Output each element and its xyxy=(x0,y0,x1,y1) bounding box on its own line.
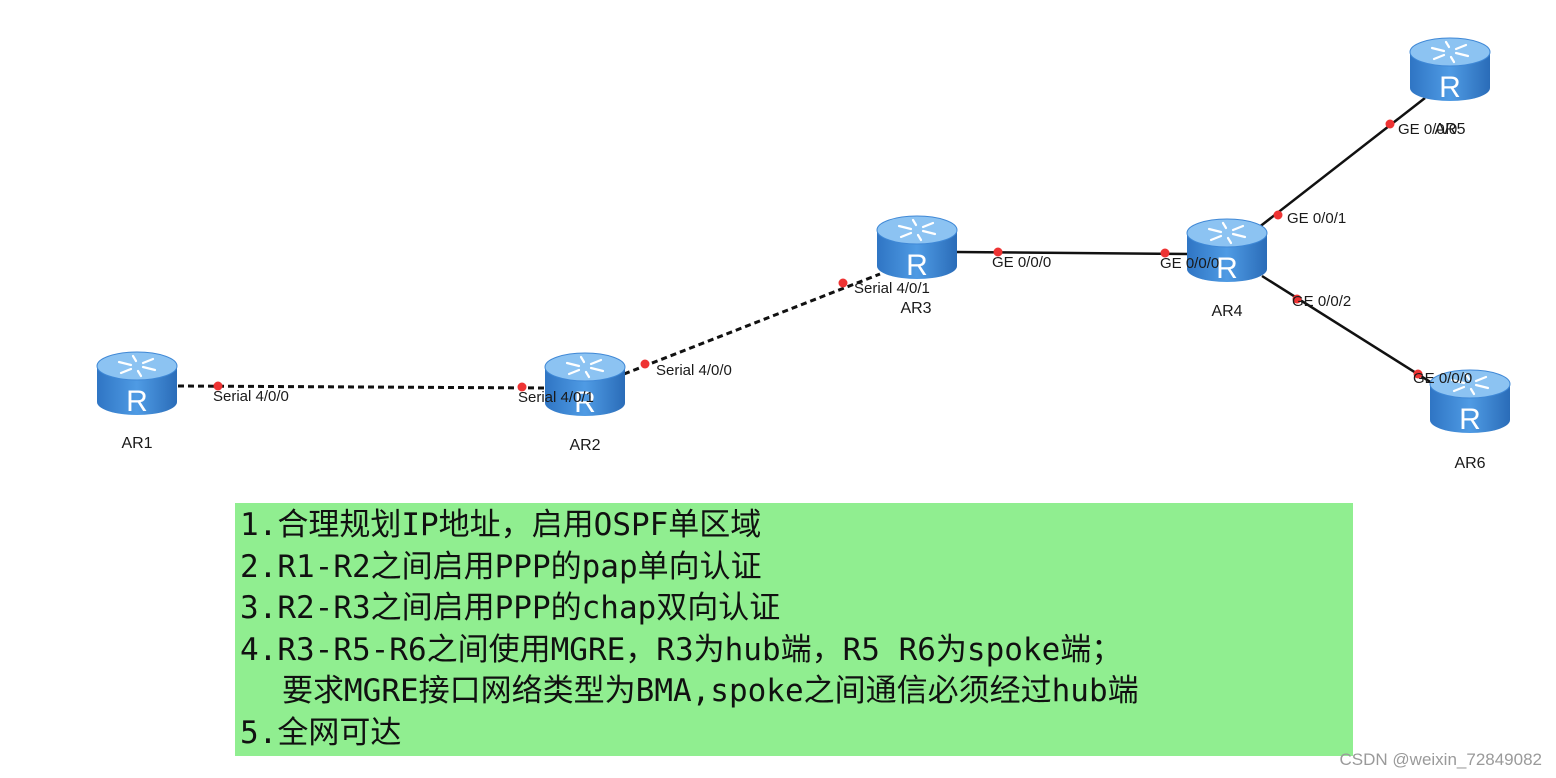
device-label-ar3: AR3 xyxy=(900,300,931,317)
link-ar4-ar5[interactable] xyxy=(1257,97,1426,229)
requirement-item: 4.R3-R5-R6之间使用MGRE，R3为hub端，R5 R6为spoke端； xyxy=(240,631,1123,668)
device-label-ar5: AR5 xyxy=(1434,121,1465,138)
router-ar1-icon-letter: R xyxy=(126,385,148,418)
router-ar3-icon-letter: R xyxy=(906,249,928,282)
port-label-ar5-ge000: GE 0/0/0 xyxy=(1398,121,1457,138)
requirement-item: 3.R2-R3之间启用PPP的chap双向认证 xyxy=(240,590,781,626)
device-label-ar6: AR6 xyxy=(1454,455,1485,472)
router-ar3[interactable]: R xyxy=(875,214,959,282)
port-label-ar6-ge000: GE 0/0/0 xyxy=(1413,370,1472,387)
port-label-ar4-ge002: GE 0/0/2 xyxy=(1292,293,1351,310)
router-ar2[interactable]: R xyxy=(543,351,627,419)
port-dot-ar4-ge002 xyxy=(1292,294,1302,304)
device-label-ar1: AR1 xyxy=(121,435,152,452)
requirement-item: 2.R1-R2之间启用PPP的pap单向认证 xyxy=(240,548,762,585)
port-labels: Serial 4/0/0 Serial 4/0/1 Serial 4/0/0 S… xyxy=(213,121,1472,406)
port-dot-ar1-s400 xyxy=(213,381,223,391)
requirements-box: 1.合理规划IP地址，启用OSPF单区域 2.R1-R2之间启用PPP的pap单… xyxy=(235,503,1353,756)
router-ar4-icon-letter: R xyxy=(1216,252,1238,285)
router-ar5-icon-letter: R xyxy=(1439,71,1461,104)
port-label-ar1-s400: Serial 4/0/0 xyxy=(213,388,289,405)
router-ar6[interactable]: R xyxy=(1428,368,1512,436)
port-label-ar4-ge000: GE 0/0/0 xyxy=(1160,255,1219,272)
requirements-list: 1.合理规划IP地址，启用OSPF单区域 2.R1-R2之间启用PPP的pap单… xyxy=(235,503,1353,754)
network-topology-diagram: R R R R R R Serial 4/0/0 Serial 4/0/1 Se… xyxy=(95,36,1512,472)
port-dot-ar2-s400 xyxy=(640,359,650,369)
port-label-ar3-ge000: GE 0/0/0 xyxy=(992,254,1051,271)
device-labels: AR1 AR2 AR3 AR4 AR5 AR6 xyxy=(121,121,1485,472)
requirement-item: 5.全网可达 xyxy=(240,714,402,751)
port-dots xyxy=(213,119,1423,392)
port-dot-ar3-s401 xyxy=(838,278,848,288)
router-ar6-icon-letter: R xyxy=(1459,403,1481,436)
requirement-item-continuation: 要求MGRE接口网络类型为BMA,spoke之间通信必须经过hub端 xyxy=(282,673,1139,709)
router-ar4[interactable]: R xyxy=(1185,217,1269,285)
port-dot-ar4-ge001 xyxy=(1273,210,1283,220)
watermark: CSDN @weixin_72849082 xyxy=(1339,750,1542,769)
port-dot-ar3-ge000 xyxy=(993,247,1003,257)
router-ar5[interactable]: R xyxy=(1408,36,1492,104)
device-label-ar2: AR2 xyxy=(569,437,600,454)
router-ar1[interactable]: R xyxy=(95,350,179,418)
router-ar2-icon-letter: R xyxy=(574,386,596,419)
requirement-item: 1.合理规划IP地址，启用OSPF单区域 xyxy=(240,507,762,543)
port-dot-ar4-ge000 xyxy=(1160,248,1170,258)
port-dot-ar2-s401 xyxy=(517,382,527,392)
link-ar1-ar2[interactable] xyxy=(177,384,549,390)
device-label-ar4: AR4 xyxy=(1211,303,1242,320)
link-ar4-ar6[interactable] xyxy=(1261,274,1433,385)
port-label-ar3-s401: Serial 4/0/1 xyxy=(854,280,930,297)
port-dot-ar6-ge000 xyxy=(1413,369,1423,379)
link-ar2-ar3[interactable] xyxy=(623,272,881,376)
port-dot-ar5-ge000 xyxy=(1385,119,1395,129)
port-label-ar2-s401: Serial 4/0/1 xyxy=(518,389,594,406)
port-label-ar4-ge001: GE 0/0/1 xyxy=(1287,210,1346,227)
port-label-ar2-s400: Serial 4/0/0 xyxy=(656,362,732,379)
